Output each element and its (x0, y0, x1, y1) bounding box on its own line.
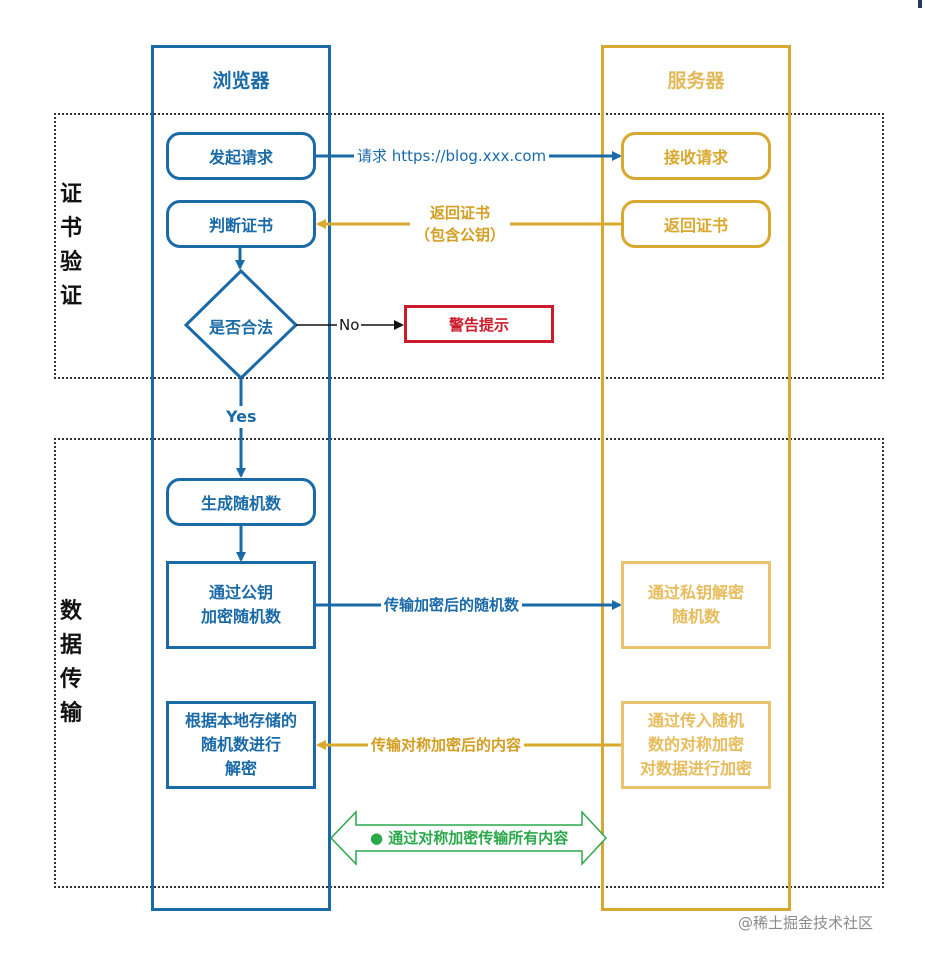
step-encrypt-symmetric: 通过传入随机 数的对称加密 对数据进行加密 (621, 701, 771, 789)
label-yes: Yes (224, 406, 259, 428)
label-send-symmetric: 传输对称加密后的内容 (368, 734, 525, 756)
step-send-request: 发起请求 (166, 132, 316, 180)
section-label-data-transfer: 数 据 传 输 (59, 599, 82, 726)
step-is-valid: 是否合法 (208, 318, 273, 337)
warning-box: 警告提示 (404, 305, 554, 343)
lane-title-browser: 浏览器 (212, 70, 270, 92)
corner-mark (918, 0, 922, 8)
label-all-symmetric: ● 通过对称加密传输所有内容 (370, 829, 569, 847)
step-gen-random: 生成随机数 (166, 478, 316, 526)
step-decrypt-private: 通过私钥解密 随机数 (621, 561, 771, 649)
label-send-encrypted-random: 传输加密后的随机数 (381, 594, 523, 616)
step-decrypt-local: 根据本地存储的 随机数进行 解密 (166, 701, 316, 789)
label-return-cert: 返回证书 （包含公钥） (410, 202, 510, 246)
step-judge-cert: 判断证书 (166, 200, 316, 248)
label-request-url: 请求 https://blog.xxx.com (354, 145, 550, 167)
step-encrypt-random: 通过公钥 加密随机数 (166, 561, 316, 649)
lane-browser: 浏览器 (151, 45, 331, 911)
region-data-transfer (54, 438, 884, 888)
lane-title-server: 服务器 (667, 70, 725, 92)
lane-server: 服务器 (601, 45, 791, 911)
step-return-cert: 返回证书 (621, 200, 771, 248)
section-label-cert-verify: 证 书 验 证 (59, 182, 82, 309)
watermark: @稀土掘金技术社区 (738, 914, 874, 932)
step-receive-request: 接收请求 (621, 132, 771, 180)
bidirectional-arrow (329, 810, 608, 866)
region-cert-verify (54, 113, 884, 379)
label-no: No (337, 314, 362, 336)
